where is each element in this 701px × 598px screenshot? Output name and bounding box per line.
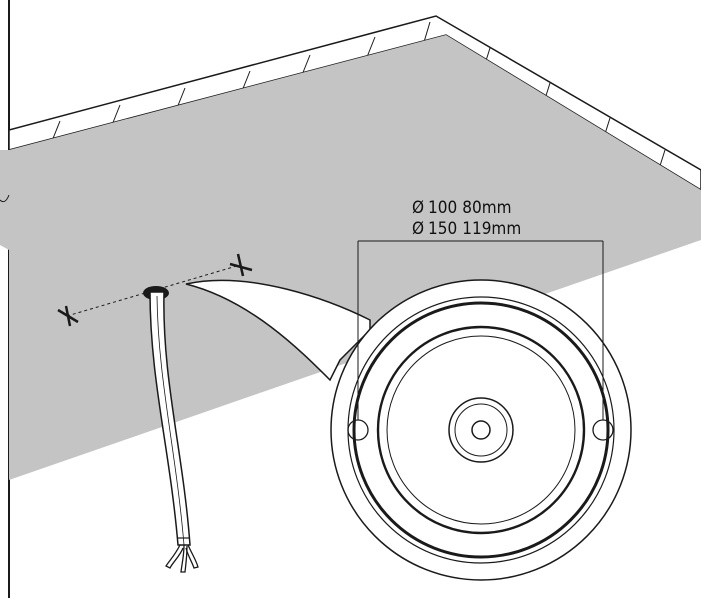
dimension-value-119mm: 119mm <box>462 219 521 239</box>
dimension-value-100: 100 <box>428 198 457 218</box>
reflector-ring <box>386 335 576 525</box>
mounting-ring <box>352 301 610 559</box>
outer-ring <box>330 279 632 581</box>
diameter-symbol-2: Ø <box>412 219 424 239</box>
dimension-value-80mm: 80mm <box>462 198 511 218</box>
ceiling-surface-left <box>0 150 9 250</box>
ceiling-left-mark <box>0 194 10 203</box>
cross-mark-icon <box>229 253 253 277</box>
cable-wires <box>165 544 199 573</box>
fixture-rings <box>330 279 632 581</box>
diameter-symbol-1: Ø <box>412 198 424 218</box>
lens-outer-ring <box>448 397 514 463</box>
cross-mark-icon <box>57 305 79 327</box>
callout-bubble <box>185 279 371 382</box>
inner-ring <box>376 325 586 535</box>
fixture-background <box>331 280 631 580</box>
dimension-value-150: 150 <box>428 219 457 239</box>
lens-center <box>471 420 491 440</box>
cable-inner-line <box>156 295 185 546</box>
dimension-bracket <box>357 240 604 420</box>
lens-inner-ring <box>454 403 508 457</box>
ceiling-surface <box>9 35 701 480</box>
